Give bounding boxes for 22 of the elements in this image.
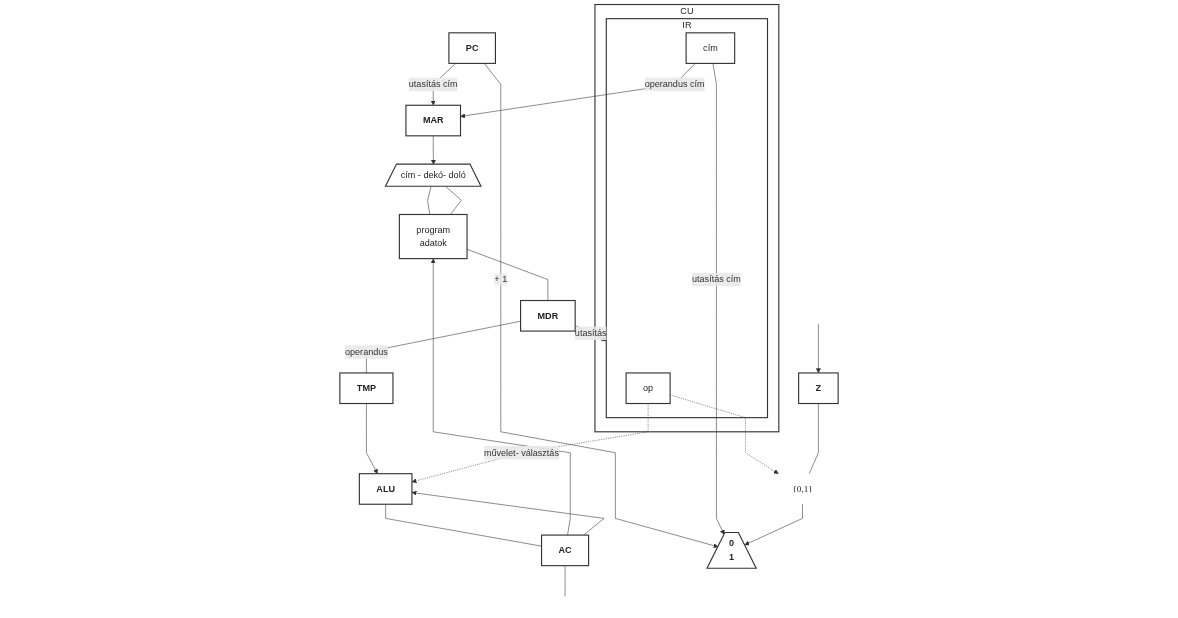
node-box: AC — [541, 534, 590, 567]
connector — [564, 565, 566, 597]
connector — [427, 186, 432, 215]
edge-label: művelet- választás — [483, 447, 559, 458]
edge-label: utasítás — [574, 328, 607, 338]
connector — [385, 503, 542, 547]
node-box: ALU — [358, 473, 413, 505]
node-box: TMP — [339, 372, 394, 405]
edge-label: utasítás cím — [408, 79, 458, 89]
node-box: op — [625, 372, 671, 405]
edge-label: operandus cím — [644, 79, 705, 89]
edge-label: utasítás cím — [692, 274, 741, 285]
node-box: program adatok — [398, 213, 468, 260]
connector — [808, 403, 819, 474]
node-box: MAR — [405, 104, 462, 137]
edge-label: operandus — [345, 346, 388, 357]
node-box: cím — [685, 32, 736, 64]
node-box: MDR — [520, 299, 576, 332]
node-text: {0,1} — [792, 483, 813, 494]
node-box: PC — [448, 32, 496, 64]
node-box: Z — [798, 372, 839, 405]
edge-label: + 1 — [494, 274, 508, 285]
